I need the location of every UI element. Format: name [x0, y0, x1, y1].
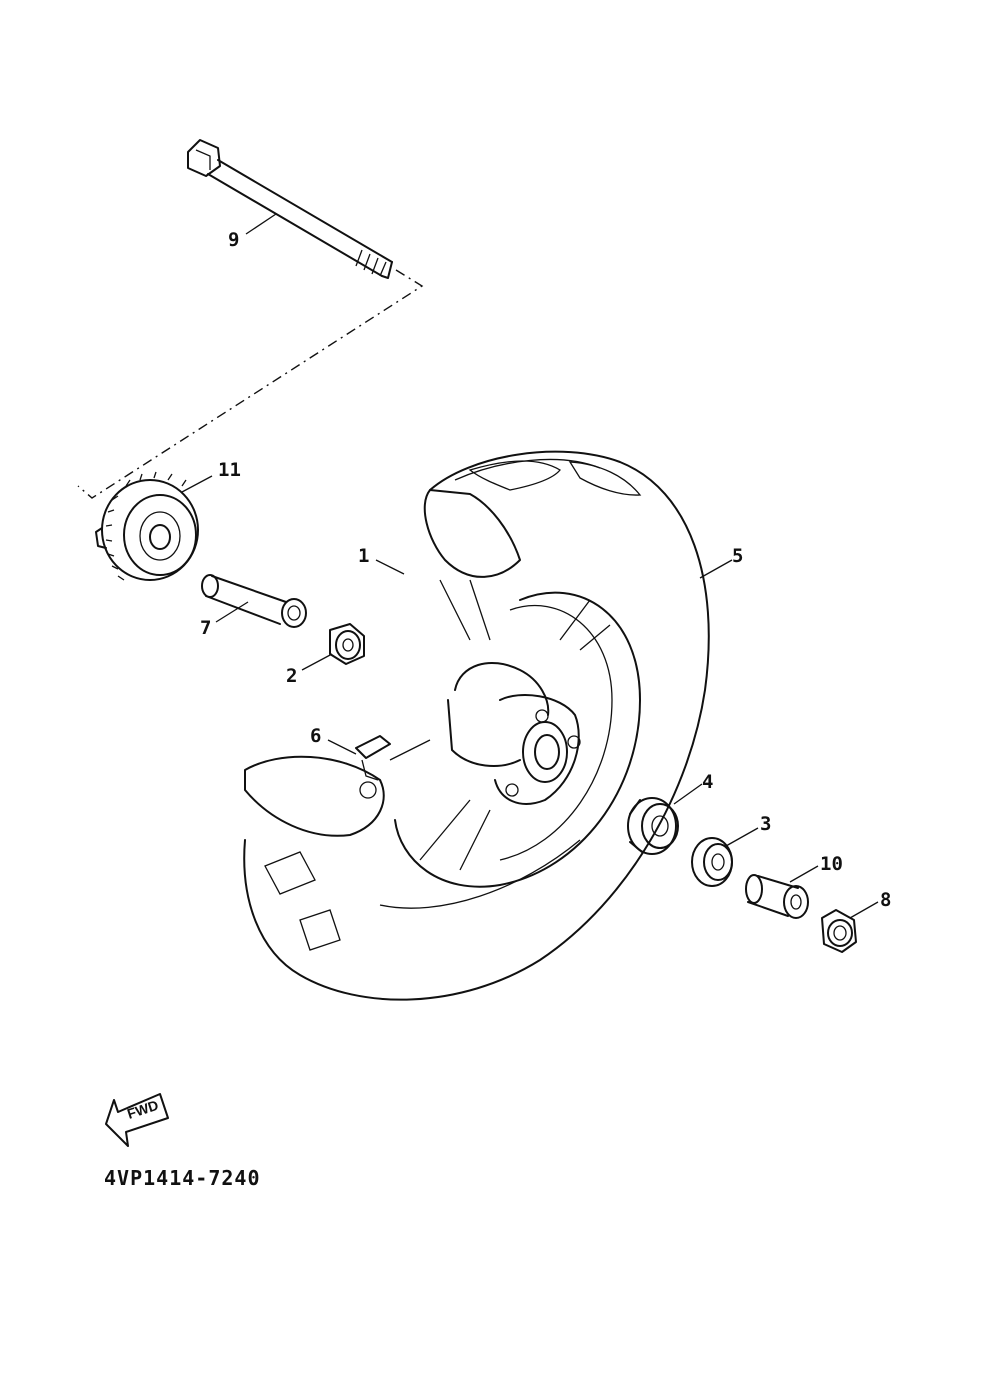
- callout-11: 11: [218, 459, 241, 481]
- bearing-part-3: [691, 837, 733, 887]
- leader-6: [327, 739, 357, 755]
- callout-4: 4: [702, 771, 713, 793]
- bearing-part-4: [627, 797, 679, 855]
- callout-1: 1: [358, 545, 369, 567]
- gear-unit-part-11: [95, 471, 199, 581]
- collar-part-7: [201, 574, 307, 628]
- tire-part-5: [243, 450, 710, 1001]
- leader-3: [725, 827, 759, 847]
- callout-10: 10: [820, 853, 843, 875]
- axle-alignment-line: [77, 269, 424, 499]
- nut-part-8: [821, 909, 857, 953]
- callout-3: 3: [760, 813, 771, 835]
- leader-10: [789, 865, 819, 883]
- callout-5: 5: [732, 545, 743, 567]
- leader-5: [699, 559, 733, 579]
- collar-part-10: [745, 874, 809, 919]
- callout-2: 2: [286, 665, 297, 687]
- callout-8: 8: [880, 889, 891, 911]
- callout-6: 6: [310, 725, 321, 747]
- spacer-part-2: [329, 623, 365, 665]
- leader-2: [301, 653, 333, 671]
- catalog-code: 4VP1414-7240: [104, 1166, 261, 1190]
- leader-8: [849, 901, 879, 919]
- fwd-label: FWD: [125, 1097, 160, 1122]
- leader-7: [215, 601, 249, 623]
- leader-11: [181, 475, 213, 493]
- axle-part-9: [187, 139, 393, 279]
- leader-1: [375, 559, 405, 575]
- fwd-arrow-icon: FWD: [105, 1093, 169, 1147]
- leader-4: [673, 783, 703, 805]
- leader-9: [245, 213, 277, 235]
- callout-9: 9: [228, 229, 239, 251]
- callout-7: 7: [200, 617, 211, 639]
